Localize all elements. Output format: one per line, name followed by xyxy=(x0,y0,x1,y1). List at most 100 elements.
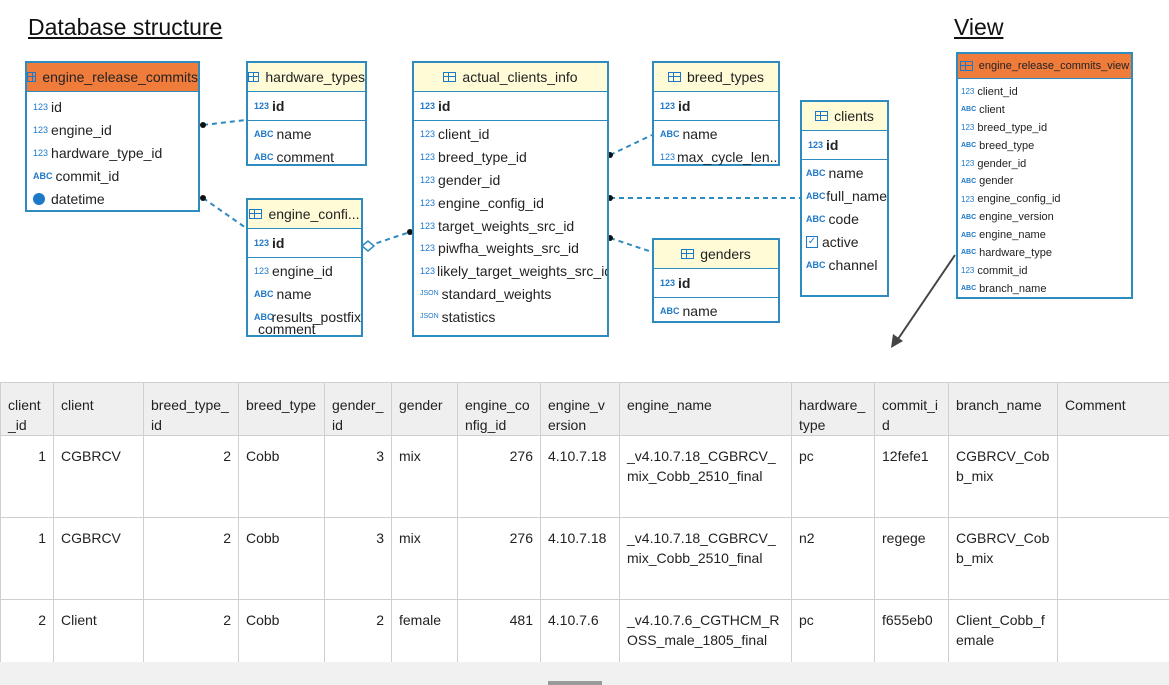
table-cell[interactable]: Cobb xyxy=(238,517,325,600)
table-row[interactable]: 1 CGBRCV 2 Cobb 3 mix 276 4.10.7.18 _v4.… xyxy=(0,435,1169,518)
table-cell[interactable]: 12fefe1 xyxy=(874,435,949,518)
table-cell[interactable]: _v4.10.7.18_CGBRCV_mix_Cobb_2510_final xyxy=(619,435,792,518)
column-header[interactable]: engine_name xyxy=(619,382,792,436)
overflow-comment-text: comment xyxy=(258,321,316,337)
table-row[interactable]: 1 CGBRCV 2 Cobb 3 mix 276 4.10.7.18 _v4.… xyxy=(0,517,1169,600)
table-cell[interactable]: mix xyxy=(391,435,458,518)
text-type-icon: ABC xyxy=(33,170,53,181)
table-cell[interactable] xyxy=(1057,435,1169,518)
table-cell[interactable]: CGBRCV xyxy=(53,517,144,600)
column-header[interactable]: client xyxy=(53,382,144,436)
table-cell[interactable]: CGBRCV xyxy=(53,435,144,518)
table-cell[interactable]: 1 xyxy=(0,435,54,518)
table-cell[interactable]: 2 xyxy=(143,435,239,518)
key-icon: 123 xyxy=(254,101,270,111)
column-header[interactable]: breed_type xyxy=(238,382,325,436)
table-cell[interactable]: pc xyxy=(791,435,875,518)
table-cell[interactable]: 1 xyxy=(0,517,54,600)
table-cell[interactable]: regege xyxy=(874,517,949,600)
column-header[interactable]: gender xyxy=(391,382,458,436)
table-cell[interactable]: _v4.10.7.18_CGBRCV_mix_Cobb_2510_final xyxy=(619,517,792,600)
column-header[interactable]: gender_id xyxy=(324,382,392,436)
table-cell[interactable]: 2 xyxy=(143,517,239,600)
numeric-type-icon: 123 xyxy=(660,152,676,163)
table-cell[interactable]: mix xyxy=(391,517,458,600)
column-row[interactable]: ✓active xyxy=(806,230,887,253)
column-header[interactable]: breed_type_id xyxy=(143,382,239,436)
table-cell[interactable]: CGBRCV_Cobb_mix xyxy=(948,435,1058,518)
table-cell[interactable]: 276 xyxy=(457,517,541,600)
table-cell[interactable]: 3 xyxy=(324,435,392,518)
table-cell[interactable]: 276 xyxy=(457,435,541,518)
table-cell[interactable]: n2 xyxy=(791,517,875,600)
column-header[interactable]: commit_id xyxy=(874,382,949,436)
column-header[interactable]: Comment xyxy=(1057,382,1169,436)
horizontal-scrollbar[interactable] xyxy=(0,662,1169,685)
table-cell[interactable] xyxy=(1057,517,1169,600)
column-row[interactable]: datetime xyxy=(33,187,198,210)
scrollbar-thumb[interactable] xyxy=(548,681,602,685)
column-header[interactable]: engine_config_id xyxy=(457,382,541,436)
column-header[interactable]: client_id xyxy=(0,382,54,436)
column-header[interactable]: engine_version xyxy=(540,382,620,436)
table-cell[interactable]: Cobb xyxy=(238,435,325,518)
table-cell[interactable]: CGBRCV_Cobb_mix xyxy=(948,517,1058,600)
column-header[interactable]: hardware_type xyxy=(791,382,875,436)
column-header[interactable]: branch_name xyxy=(948,382,1058,436)
table-cell[interactable]: 3 xyxy=(324,517,392,600)
table-cell[interactable]: 4.10.7.18 xyxy=(540,517,620,600)
table-cell[interactable]: 4.10.7.18 xyxy=(540,435,620,518)
